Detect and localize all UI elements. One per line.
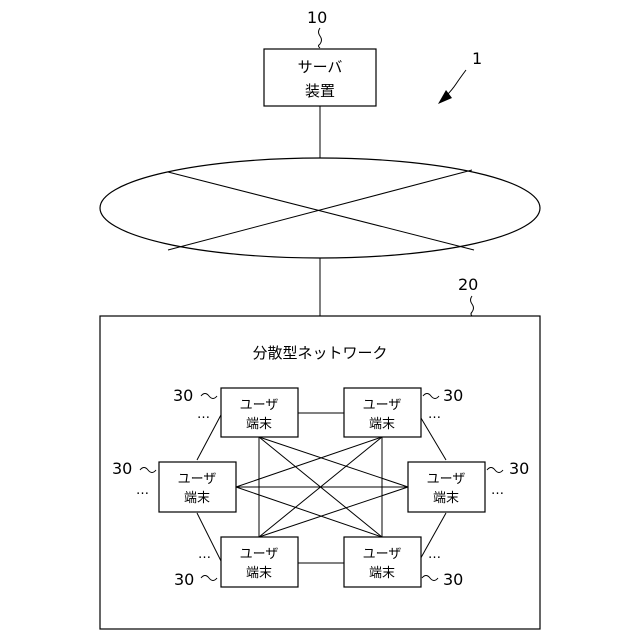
svg-text:30: 30 [112,459,132,478]
user-terminal-top-left: ユーザ 端末 [221,388,298,437]
figure-ref-arrow [446,70,466,96]
svg-text:端末: 端末 [369,566,395,581]
svg-text:ユーザ: ユーザ [240,398,279,413]
network-ellipse [100,158,540,258]
svg-text:…: … [428,547,441,562]
svg-text:30: 30 [443,386,463,405]
network-ref-label: 20 [458,275,478,294]
user-terminal-bottom-left: ユーザ 端末 [221,537,298,587]
server-ref-leader [319,28,322,48]
user-terminal-mid-right: ユーザ 端末 [408,462,485,512]
figure-ref-label: 1 [472,49,482,68]
svg-text:…: … [198,547,211,562]
svg-text:30: 30 [509,459,529,478]
svg-text:端末: 端末 [369,417,395,432]
svg-text:…: … [428,407,441,422]
svg-text:端末: 端末 [184,491,210,506]
svg-text:ユーザ: ユーザ [363,398,402,413]
svg-text:ユーザ: ユーザ [427,472,466,487]
svg-text:端末: 端末 [246,566,272,581]
network-ref-leader [471,296,474,316]
user-terminal-top-right: ユーザ 端末 [344,388,421,437]
distributed-network-title: 分散型ネットワーク [252,344,387,362]
svg-text:…: … [491,483,504,498]
server-label-line1: サーバ [298,58,343,76]
server-ref-label: 10 [307,8,327,27]
svg-text:端末: 端末 [433,491,459,506]
svg-text:…: … [197,407,210,422]
svg-text:ユーザ: ユーザ [363,547,402,562]
svg-text:ユーザ: ユーザ [178,472,217,487]
svg-text:端末: 端末 [246,417,272,432]
svg-text:…: … [136,483,149,498]
svg-text:30: 30 [173,386,193,405]
svg-text:30: 30 [443,570,463,589]
server-label-line2: 装置 [305,82,335,100]
user-terminal-mid-left: ユーザ 端末 [159,462,236,512]
svg-text:ユーザ: ユーザ [240,547,279,562]
user-terminal-bottom-right: ユーザ 端末 [344,537,421,587]
svg-text:30: 30 [174,570,194,589]
